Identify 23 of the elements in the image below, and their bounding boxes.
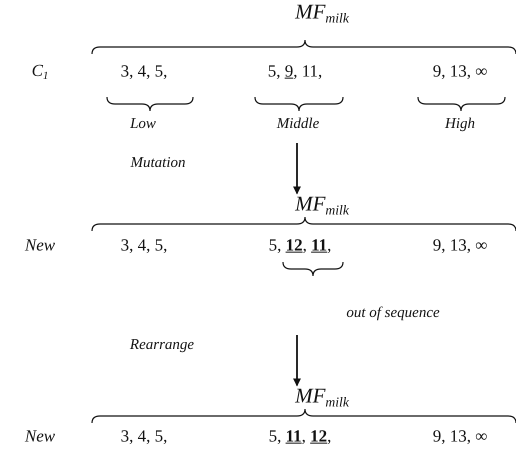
annotation-text: Middle [276, 116, 320, 132]
formula-label: MF$_{milk}$ [295, 0, 349, 26]
number-sequence: 9, 13, ∞ [432, 428, 488, 446]
number-sequence: 3, 4, 5, [120, 236, 168, 256]
number-sequence: 3, 4, 5, [120, 62, 168, 82]
number-sequence: 5, 12, 11, [268, 236, 332, 256]
number-sequence: 5, 11, 12, [268, 428, 332, 446]
annotation-text: High [445, 116, 475, 132]
arrow [293, 335, 301, 386]
number-sequence: 9, 13, ∞ [432, 236, 488, 256]
annotation-text: Mutation [130, 154, 186, 172]
number-sequence: 9, 13, ∞ [432, 62, 488, 82]
arrow [293, 143, 301, 194]
annotation-text: out of sequence [346, 304, 440, 322]
row-label: New [24, 428, 56, 446]
annotation-text: Rearrange [130, 336, 194, 354]
formula-label: MF$_{milk}$ [295, 384, 349, 410]
row-label: New [24, 236, 56, 256]
formula-label: MF$_{milk}$ [295, 192, 349, 218]
annotation-text: Low [130, 116, 156, 132]
row-label: C$_{1}$ [32, 62, 48, 82]
number-sequence: 5, 9, 11, [268, 62, 322, 82]
number-sequence: 3, 4, 5, [120, 428, 168, 446]
